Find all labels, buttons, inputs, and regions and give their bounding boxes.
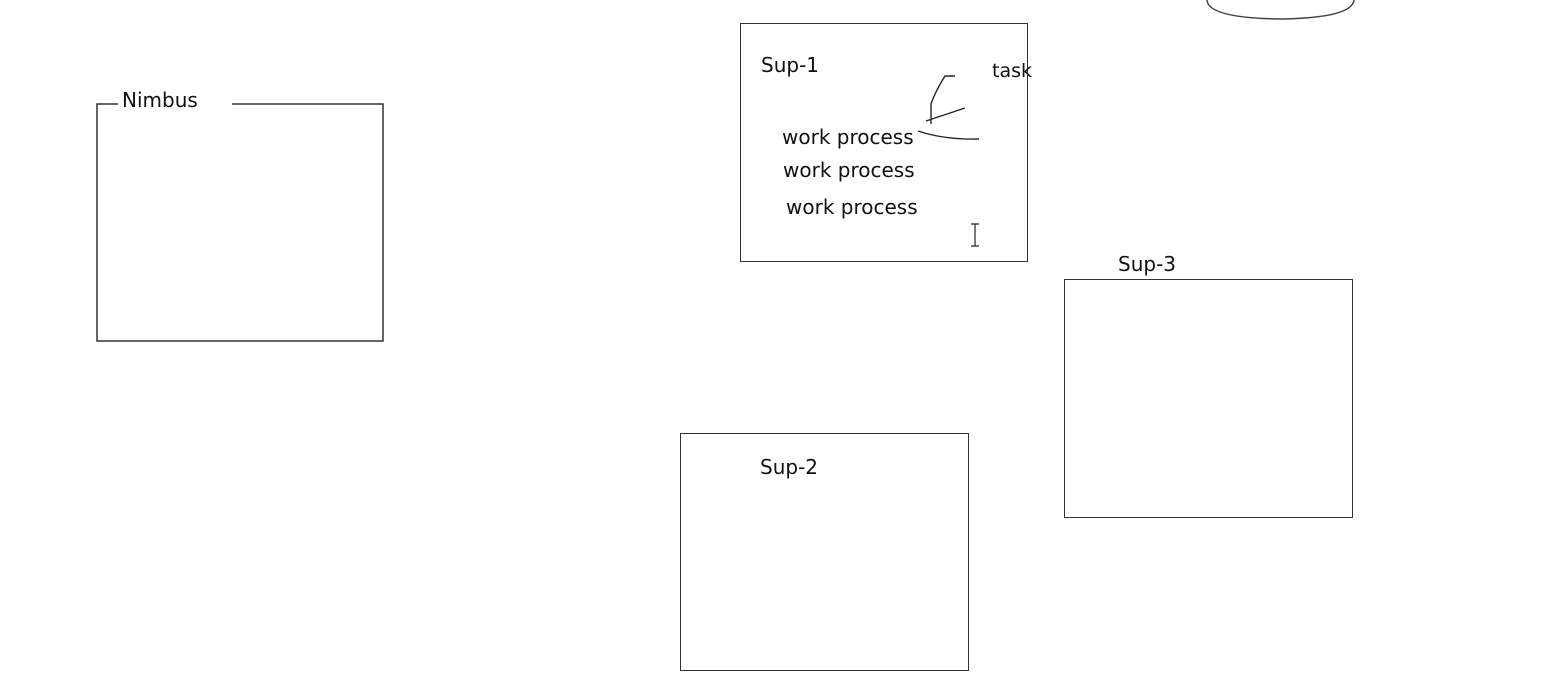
work-process-label-3: work process bbox=[786, 195, 918, 219]
work-process-label-1: work process bbox=[782, 125, 914, 149]
sup2-label: Sup-2 bbox=[760, 455, 819, 479]
sup1-box bbox=[740, 23, 1028, 262]
nimbus-label: Nimbus bbox=[122, 88, 198, 112]
sup1-label: Sup-1 bbox=[761, 53, 820, 77]
sup2-box bbox=[680, 433, 969, 671]
sup3-box bbox=[1064, 279, 1353, 518]
sup3-label: Sup-3 bbox=[1118, 252, 1177, 276]
task-label: task bbox=[992, 60, 1032, 82]
work-process-label-2: work process bbox=[783, 158, 915, 182]
